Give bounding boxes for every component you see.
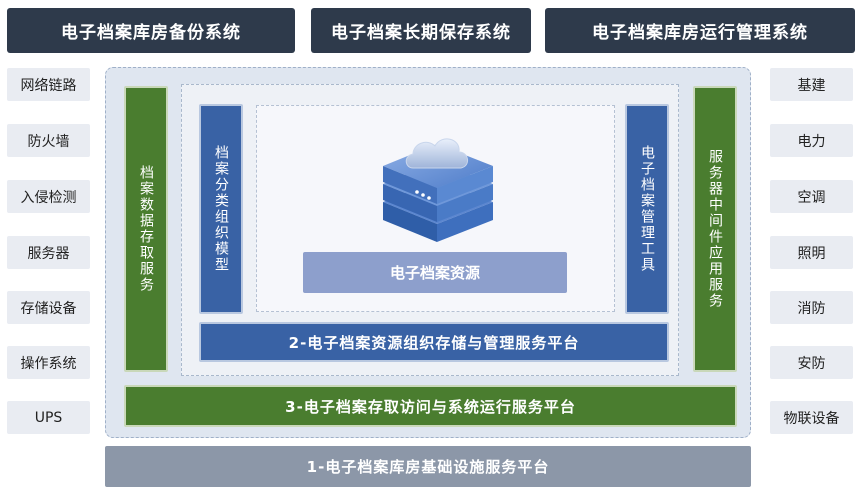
left-item-storage: 存储设备 <box>7 291 90 324</box>
platform-1-bar: 1-电子档案库房基础设施服务平台 <box>105 446 751 487</box>
right-item-power: 电力 <box>770 124 853 157</box>
right-item-iot: 物联设备 <box>770 401 853 434</box>
left-item-ups: UPS <box>7 401 90 434</box>
right-item-aircon: 空调 <box>770 180 853 213</box>
data-access-service-label: 档案数据存取服务 <box>138 165 154 293</box>
resource-label-box: 电子档案资源 <box>303 252 567 293</box>
management-tool: 电子档案管理工具 <box>625 104 669 314</box>
server-cloud-icon <box>383 138 493 242</box>
platform-2-bar: 2-电子档案资源组织存储与管理服务平台 <box>199 322 669 362</box>
left-item-intrusion-detection: 入侵检测 <box>7 180 90 213</box>
middleware-service-label: 服务器中间件应用服务 <box>707 149 723 309</box>
left-item-network: 网络链路 <box>7 68 90 101</box>
management-tool-label: 电子档案管理工具 <box>639 145 655 273</box>
data-access-service: 档案数据存取服务 <box>124 86 168 372</box>
top-system-operations: 电子档案库房运行管理系统 <box>545 8 855 53</box>
right-item-security: 安防 <box>770 346 853 379</box>
right-item-lighting: 照明 <box>770 236 853 269</box>
right-item-construction: 基建 <box>770 68 853 101</box>
left-item-server: 服务器 <box>7 236 90 269</box>
right-item-fire: 消防 <box>770 291 853 324</box>
classification-model: 档案分类组织模型 <box>199 104 243 314</box>
left-item-os: 操作系统 <box>7 346 90 379</box>
top-system-preservation: 电子档案长期保存系统 <box>311 8 531 53</box>
top-system-backup: 电子档案库房备份系统 <box>7 8 295 53</box>
platform-3-bar: 3-电子档案存取访问与系统运行服务平台 <box>124 385 737 427</box>
left-item-firewall: 防火墙 <box>7 124 90 157</box>
classification-model-label: 档案分类组织模型 <box>213 145 229 273</box>
middleware-service: 服务器中间件应用服务 <box>693 86 737 372</box>
